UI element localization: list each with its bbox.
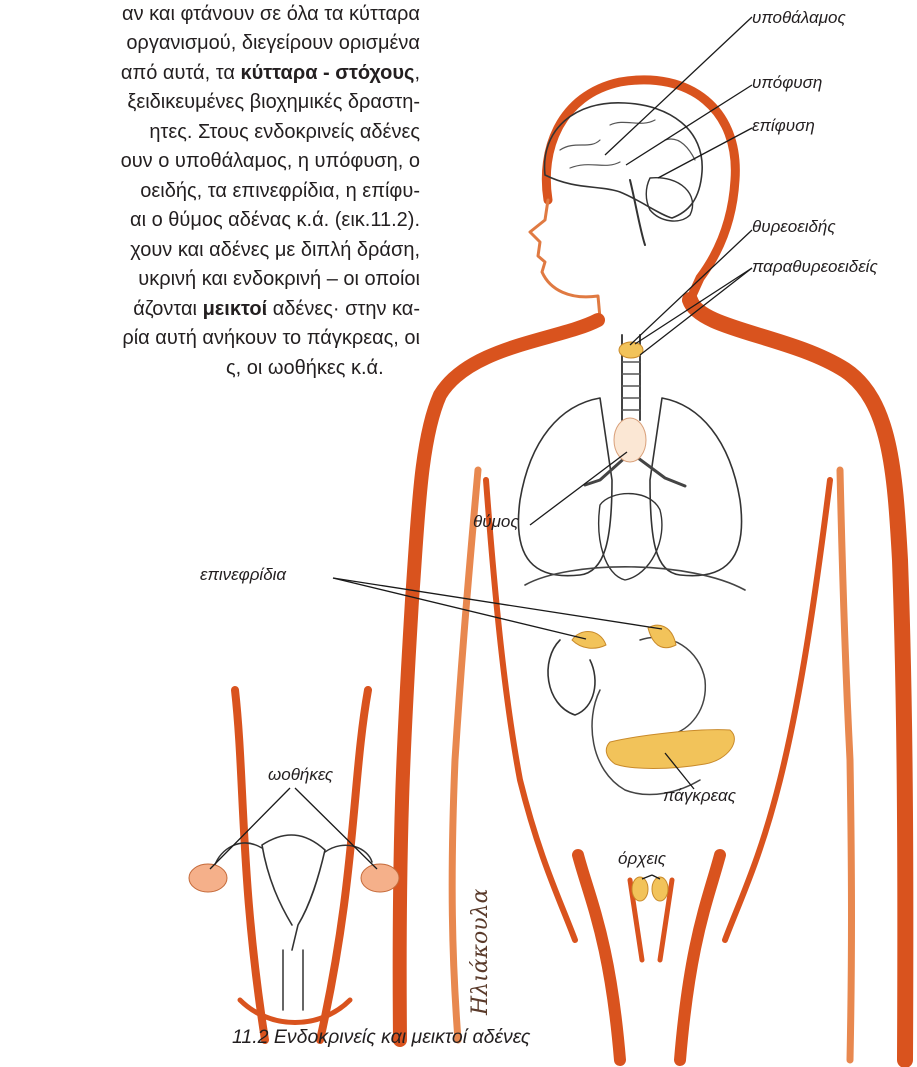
liver-stomach <box>640 637 705 735</box>
ovary-left <box>189 864 227 892</box>
trachea-rings <box>622 350 640 410</box>
label-thymus: θύμος <box>473 512 519 532</box>
right-lung <box>650 398 742 576</box>
ovary-right <box>361 864 399 892</box>
uterus <box>262 835 325 950</box>
left-kidney <box>548 640 595 715</box>
label-testes: όρχεις <box>618 849 666 869</box>
figure-caption: 11.2 Ενδοκρινείς και μεικτοί αδένες <box>232 1026 530 1049</box>
torso-right <box>725 480 830 940</box>
face-outline <box>530 200 600 318</box>
testis-left <box>632 877 648 901</box>
leg-right <box>680 855 720 1060</box>
label-hypothalamus: υποθάλαμος <box>752 8 846 28</box>
pancreas-gland <box>606 730 734 769</box>
brain-folds <box>560 120 695 168</box>
hip-right <box>320 690 368 1040</box>
label-pineal: επίφυση <box>752 116 815 136</box>
cerebellum <box>646 178 692 221</box>
left-shoulder <box>400 320 598 1040</box>
brainstem <box>630 180 645 245</box>
label-thyroid: θυρεοειδής <box>752 217 836 237</box>
label-parathyroid: παραθυρεοειδείς <box>752 257 878 277</box>
brain <box>545 103 703 218</box>
leader-testis-left <box>642 875 652 879</box>
leg-left <box>578 855 620 1060</box>
leader-ovary-left <box>210 788 290 869</box>
torso-left <box>486 480 575 940</box>
vagina <box>283 950 303 1010</box>
leader-ovary-right <box>295 788 377 869</box>
left-lung <box>518 398 612 576</box>
artist-signature: Ηλιάκουλα <box>468 889 493 1015</box>
label-ovaries: ωοθήκες <box>268 765 333 785</box>
hip-left <box>235 690 265 1040</box>
leader-adrenal-left <box>333 578 586 639</box>
female-pelvis-figure <box>189 690 399 1040</box>
diaphragm <box>525 567 745 590</box>
label-pituitary: υπόφυση <box>752 73 822 93</box>
testis-right <box>652 877 668 901</box>
label-pancreas: πάγκρεας <box>663 786 736 806</box>
thymus-gland <box>614 418 646 462</box>
label-adrenals: επινεφρίδια <box>200 565 286 585</box>
right-arm-inner <box>840 470 852 1060</box>
adrenal-left <box>572 632 606 649</box>
